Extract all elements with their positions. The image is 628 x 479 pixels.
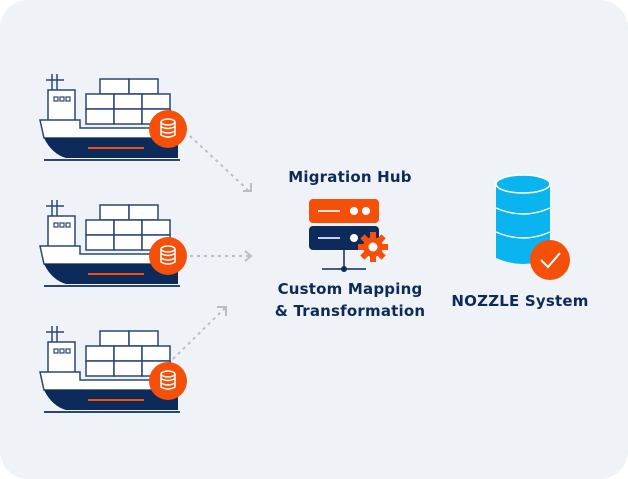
server-gear-icon <box>309 199 388 272</box>
hub-subtitle-line-2: & Transformation <box>274 302 426 320</box>
database-icon <box>149 237 187 275</box>
connector-vessel-3 <box>172 306 227 360</box>
hub-subtitle-line-1: Custom Mapping <box>277 280 423 298</box>
vessel-3 <box>30 320 200 420</box>
database-icon <box>149 362 187 400</box>
hub-title: Migration Hub <box>288 168 412 186</box>
connector-vessel-2 <box>190 250 253 262</box>
target-system-label: NOZZLE System <box>451 292 589 310</box>
hub-subtitle: Custom Mapping & Transformation <box>262 278 438 322</box>
cargo-ship-icon <box>39 200 180 287</box>
vessel-1 <box>30 68 200 168</box>
cargo-ship-icon <box>39 326 180 413</box>
database-check-icon <box>495 174 570 280</box>
vessel-2 <box>30 194 200 294</box>
database-icon <box>149 110 187 148</box>
connector-vessel-1 <box>189 135 252 192</box>
